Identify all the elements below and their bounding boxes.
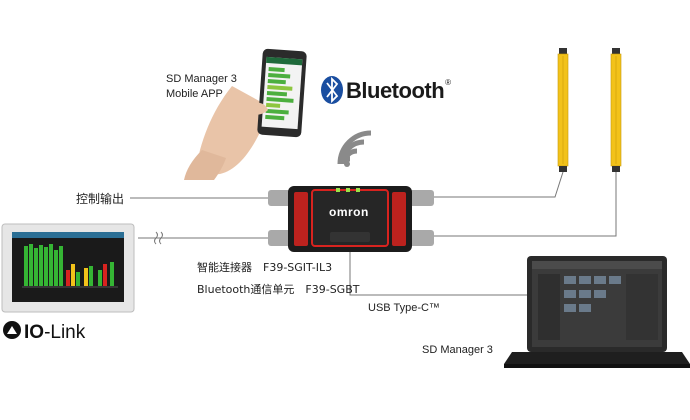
laptop-screen-content — [538, 274, 658, 340]
smart-connector-label: 智能连接器 F39-SGIT-IL3 — [197, 261, 333, 274]
curtain-line-2 — [425, 172, 617, 237]
mobile-app-line1: SD Manager 3 — [166, 73, 237, 85]
mobile-app-line2: Mobile APP — [166, 88, 223, 100]
iolink-icon — [3, 321, 21, 339]
app-bars — [265, 56, 303, 121]
curtain-line-1 — [425, 171, 564, 198]
usb-label: USB Type-C™ — [368, 302, 440, 314]
wireless-signal-icon — [337, 130, 372, 165]
light-curtain-right — [610, 48, 622, 172]
sd-manager-label: SD Manager 3 — [422, 344, 493, 356]
laptop — [504, 256, 690, 368]
hmi-bars — [24, 244, 114, 286]
bluetooth-unit-label: Bluetooth通信单元 F39-SGBT — [197, 283, 360, 296]
bluetooth-logo: Bluetooth® — [346, 78, 451, 104]
light-curtain-left — [557, 48, 569, 172]
control-output-label: 控制输出 — [76, 192, 125, 206]
line-break-mark — [154, 231, 163, 245]
bluetooth-icon — [321, 76, 343, 104]
smart-connector — [268, 186, 434, 252]
iolink-logo: IO-Link — [24, 322, 85, 344]
smartphone — [184, 48, 307, 180]
omron-logo: omron — [329, 205, 369, 219]
bluetooth-wordmark: Bluetooth — [346, 78, 445, 103]
wrist — [184, 150, 226, 180]
registered-mark: ® — [445, 78, 451, 87]
iolink-bold: IO — [24, 322, 45, 343]
hmi-panel — [1, 223, 135, 313]
iolink-rest: -Link — [44, 322, 86, 343]
usb-cable-icon — [349, 252, 536, 325]
mobile-app-label: SD Manager 3 Mobile APP — [166, 72, 237, 102]
